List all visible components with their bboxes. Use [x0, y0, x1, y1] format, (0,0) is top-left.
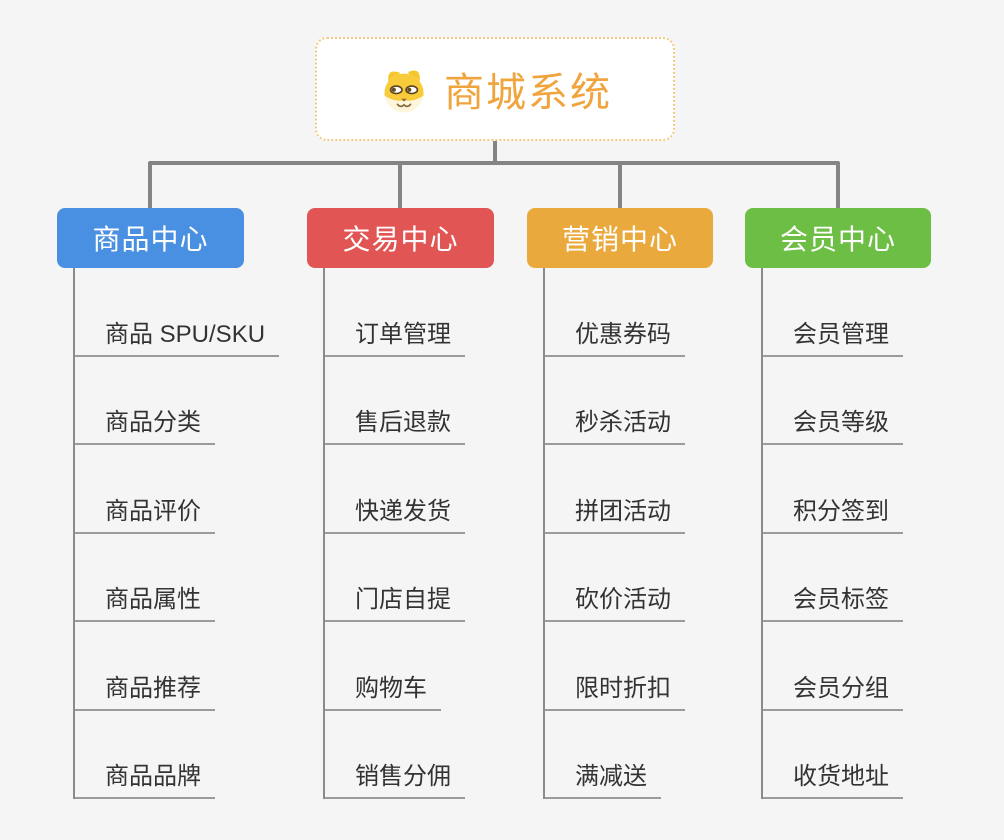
leaf-label: 会员分组: [763, 668, 903, 711]
leaf-label: 购物车: [325, 668, 441, 711]
leaf-label: 商品品牌: [75, 756, 215, 799]
branch-label: 营销中心: [561, 224, 678, 255]
tree-leaf[interactable]: 购物车: [325, 622, 494, 711]
leaf-label: 优惠券码: [545, 314, 685, 357]
branch-items-trade-center: 订单管理售后退款快递发货门店自提购物车销售分佣: [323, 268, 494, 799]
leaf-label: 积分签到: [763, 491, 903, 534]
branch-box-marketing-center[interactable]: 营销中心: [527, 208, 713, 268]
leaf-label: 限时折扣: [545, 668, 685, 711]
leaf-label: 销售分佣: [325, 756, 465, 799]
tree-leaf[interactable]: 拼团活动: [545, 445, 713, 534]
doge-icon: [378, 63, 430, 115]
branch-label: 交易中心: [342, 224, 459, 255]
tree-leaf[interactable]: 商品属性: [75, 534, 279, 622]
leaf-label: 商品评价: [75, 491, 215, 534]
leaf-label: 商品属性: [75, 579, 215, 622]
tree-leaf[interactable]: 优惠券码: [545, 268, 713, 357]
tree-leaf[interactable]: 商品 SPU/SKU: [75, 268, 280, 357]
branch-member-center: 会员中心 会员管理会员等级积分签到会员标签会员分组收货地址: [745, 208, 931, 799]
branch-box-member-center[interactable]: 会员中心: [745, 208, 931, 268]
branch-items-member-center: 会员管理会员等级积分签到会员标签会员分组收货地址: [761, 268, 931, 799]
leaf-label: 会员等级: [763, 402, 903, 445]
leaf-label: 订单管理: [325, 314, 465, 357]
tree-leaf[interactable]: 会员标签: [763, 534, 931, 622]
leaf-label: 满减送: [545, 756, 661, 799]
leaf-label: 门店自提: [325, 579, 465, 622]
tree-leaf[interactable]: 销售分佣: [325, 711, 494, 799]
tree-leaf[interactable]: 订单管理: [325, 268, 494, 357]
tree-leaf[interactable]: 售后退款: [325, 357, 494, 445]
leaf-label: 会员标签: [763, 579, 903, 622]
leaf-label: 快递发货: [325, 491, 465, 534]
branch-product-center: 商品中心 商品 SPU/SKU 商品分类商品评价商品属性商品推荐商品品牌: [57, 208, 280, 799]
tree-leaf[interactable]: 收货地址: [763, 711, 931, 799]
branch-label: 会员中心: [779, 224, 896, 255]
leaf-label: 商品推荐: [75, 668, 215, 711]
tree-leaf[interactable]: 砍价活动: [545, 534, 713, 622]
branch-box-trade-center[interactable]: 交易中心: [307, 208, 494, 268]
tree-leaf[interactable]: 积分签到: [763, 445, 931, 534]
branch-box-product-center[interactable]: 商品中心: [57, 208, 244, 268]
leaf-label: 会员管理: [763, 314, 903, 357]
branch-label: 商品中心: [92, 224, 209, 255]
branch-marketing-center: 营销中心 优惠券码秒杀活动拼团活动砍价活动限时折扣满减送: [527, 208, 713, 799]
tree-leaf[interactable]: 商品品牌: [75, 711, 279, 799]
tree-leaf[interactable]: 会员等级: [763, 357, 931, 445]
tree-leaf[interactable]: 限时折扣: [545, 622, 713, 711]
branch-trade-center: 交易中心 订单管理售后退款快递发货门店自提购物车销售分佣: [307, 208, 494, 799]
leaf-label: 售后退款: [325, 402, 465, 445]
tree-leaf[interactable]: 门店自提: [325, 534, 494, 622]
tree-leaf[interactable]: 商品推荐: [75, 622, 279, 711]
root-title: 商城系统: [444, 71, 612, 115]
branch-items-product-center: 商品 SPU/SKU 商品分类商品评价商品属性商品推荐商品品牌: [73, 268, 280, 799]
tree-leaf[interactable]: 秒杀活动: [545, 357, 713, 445]
leaf-label: 秒杀活动: [545, 402, 685, 445]
leaf-label: 商品分类: [75, 402, 215, 445]
leaf-label: 砍价活动: [545, 579, 685, 622]
root-node[interactable]: 商城系统: [315, 37, 675, 141]
tree-leaf[interactable]: 满减送: [545, 711, 713, 799]
tree-leaf[interactable]: 商品评价: [75, 445, 279, 534]
branch-items-marketing-center: 优惠券码秒杀活动拼团活动砍价活动限时折扣满减送: [543, 268, 713, 799]
leaf-label: 商品 SPU/SKU: [75, 314, 280, 357]
leaf-label: 收货地址: [763, 756, 903, 799]
tree-leaf[interactable]: 会员管理: [763, 268, 931, 357]
tree-leaf[interactable]: 会员分组: [763, 622, 931, 711]
leaf-label: 拼团活动: [545, 491, 685, 534]
tree-leaf[interactable]: 商品分类: [75, 357, 279, 445]
tree-leaf[interactable]: 快递发货: [325, 445, 494, 534]
